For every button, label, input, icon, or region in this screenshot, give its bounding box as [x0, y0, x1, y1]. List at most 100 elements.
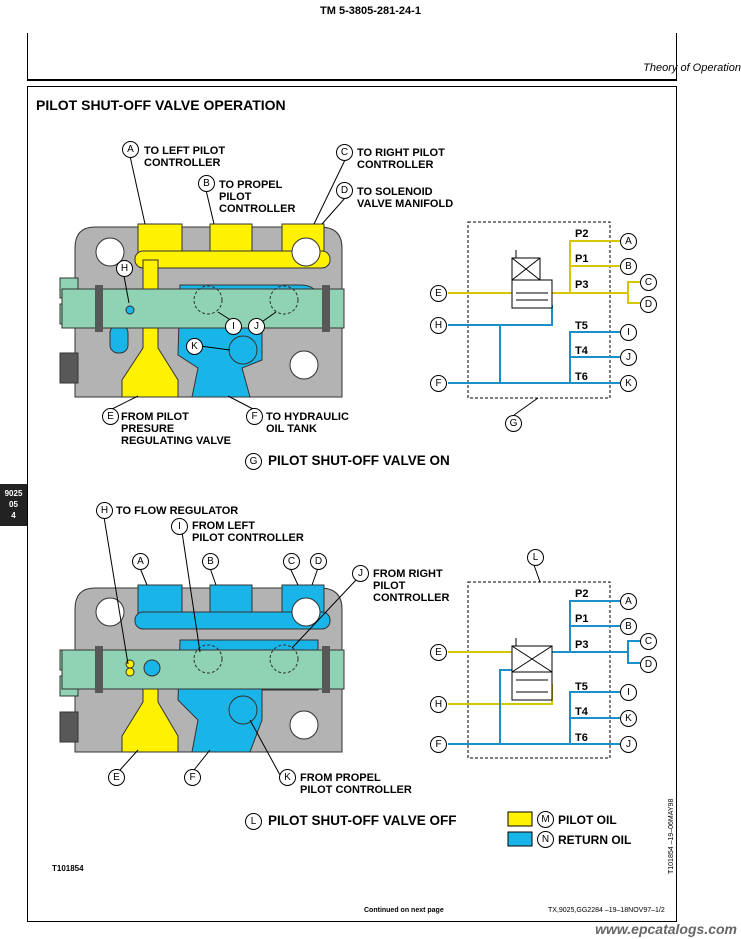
- port-p2-on: P2: [575, 228, 589, 240]
- side-tab-line: 05: [9, 500, 18, 509]
- callout-circle-d: D: [310, 553, 327, 570]
- callout-circle-e: E: [430, 285, 447, 302]
- header-frame: [27, 33, 677, 81]
- callout-circle-h: H: [96, 502, 113, 519]
- valve-on-leaders: [109, 155, 346, 411]
- label-line: CONTROLLER: [373, 592, 450, 604]
- callout-circle-b: B: [198, 175, 215, 192]
- port-p1-off: P1: [575, 613, 589, 625]
- label-i-bottom: FROM LEFT PILOT CONTROLLER: [192, 520, 304, 544]
- valve-on-illustration: [59, 223, 345, 398]
- label-d-top: TO SOLENOID VALVE MANIFOLD: [357, 186, 453, 210]
- callout-circle-g: G: [245, 453, 262, 470]
- callout-circle-b: B: [202, 553, 219, 570]
- callout-circle-j: J: [620, 349, 637, 366]
- side-figure-id: T101854 –19–06MAY98: [668, 798, 675, 874]
- valve-off-illustration: [59, 584, 345, 753]
- label-c-top: TO RIGHT PILOT CONTROLLER: [357, 147, 445, 171]
- schematic-on: [448, 221, 640, 399]
- label-line: VALVE MANIFOLD: [357, 198, 454, 210]
- callout-circle-k: K: [620, 710, 637, 727]
- label-k-bottom: FROM PROPEL PILOT CONTROLLER: [300, 772, 412, 796]
- callout-circle-k: K: [279, 769, 296, 786]
- content-frame: [27, 86, 677, 922]
- label-line: PILOT CONTROLLER: [192, 532, 304, 544]
- port-p3-on: P3: [575, 279, 589, 291]
- callout-circle-a: A: [132, 553, 149, 570]
- port-t6-on: T6: [575, 371, 588, 383]
- callout-circle-l: L: [527, 549, 544, 566]
- label-a-top: TO LEFT PILOT CONTROLLER: [144, 145, 225, 169]
- legend-swatch-return: [507, 831, 533, 847]
- label-line: FROM LEFT: [192, 520, 255, 532]
- label-line: CONTROLLER: [144, 157, 221, 169]
- callout-circle-f: F: [246, 408, 263, 425]
- side-tab-line: 4: [11, 511, 16, 520]
- label-f-top: TO HYDRAULIC OIL TANK: [266, 411, 349, 435]
- label-line: TO PROPEL: [219, 179, 283, 191]
- footer-reference: TX,9025,GG2284 –19–18NOV97–1/2: [548, 907, 665, 914]
- legend-pilot-label: PILOT OIL: [558, 813, 617, 827]
- continued-note: Continued on next page: [364, 907, 444, 914]
- callout-circle-c: C: [336, 144, 353, 161]
- label-e-top: FROM PILOT PRESURE REGULATING VALVE: [121, 411, 231, 447]
- callout-circle-k: K: [186, 338, 203, 355]
- callout-circle-d: D: [640, 296, 657, 313]
- label-line: TO HYDRAULIC: [266, 411, 349, 423]
- callout-circle-i: I: [171, 518, 188, 535]
- page-title: PILOT SHUT-OFF VALVE OPERATION: [36, 97, 286, 113]
- callout-circle-e: E: [430, 644, 447, 661]
- callout-circle-l: L: [245, 813, 262, 830]
- label-line: CONTROLLER: [357, 159, 434, 171]
- label-line: FROM RIGHT: [373, 568, 443, 580]
- callout-circle-h: H: [430, 317, 447, 334]
- callout-circle-k: K: [620, 375, 637, 392]
- label-line: TO RIGHT PILOT: [357, 147, 445, 159]
- callout-circle-a: A: [122, 141, 139, 158]
- callout-circle-a: A: [620, 233, 637, 250]
- label-line: OIL TANK: [266, 423, 317, 435]
- schematic-off: [448, 581, 640, 759]
- callout-circle-d: D: [640, 656, 657, 673]
- callout-circle-b: B: [620, 618, 637, 635]
- callout-circle-h: H: [116, 260, 133, 277]
- label-line: TO LEFT PILOT: [144, 145, 226, 157]
- callout-circle-j: J: [352, 565, 369, 582]
- callout-circle-g: G: [505, 415, 522, 432]
- callout-circle-f: F: [184, 769, 201, 786]
- callout-circle-e: E: [102, 408, 119, 425]
- port-t5-off: T5: [575, 681, 588, 693]
- side-tab-line: 9025: [4, 489, 23, 498]
- valve-off-leaders: [103, 516, 357, 776]
- callout-circle-c: C: [283, 553, 300, 570]
- label-h-bottom: TO FLOW REGULATOR: [116, 505, 239, 517]
- callout-circle-c: C: [640, 633, 657, 650]
- callout-circle-j: J: [248, 318, 265, 335]
- callout-circle-i: I: [620, 324, 637, 341]
- callout-circle-f: F: [430, 736, 447, 753]
- label-line: PILOT: [219, 191, 252, 203]
- legend-return-label: RETURN OIL: [558, 833, 632, 847]
- label-j-bottom: FROM RIGHT PILOT CONTROLLER: [373, 568, 449, 604]
- label-line: FROM PILOT: [121, 411, 189, 423]
- callout-circle-f: F: [430, 375, 447, 392]
- port-t4-on: T4: [575, 345, 588, 357]
- callout-circle-d: D: [336, 182, 353, 199]
- label-line: PILOT: [373, 580, 406, 592]
- callout-circle-c: C: [640, 274, 657, 291]
- callout-circle-e: E: [108, 769, 125, 786]
- port-t5-on: T5: [575, 320, 588, 332]
- port-p2-off: P2: [575, 588, 589, 600]
- watermark: www.epcatalogs.com: [595, 921, 737, 937]
- port-t6-off: T6: [575, 732, 588, 744]
- document-id: TM 5-3805-281-24-1: [320, 5, 421, 17]
- callout-circle-m: M: [537, 811, 554, 828]
- port-p3-off: P3: [575, 639, 589, 651]
- callout-circle-h: H: [430, 696, 447, 713]
- side-tab: 9025 05 4: [0, 484, 27, 526]
- callout-circle-i: I: [620, 684, 637, 701]
- label-line: CONTROLLER: [219, 203, 296, 215]
- section-title: Theory of Operation: [643, 62, 741, 74]
- label-line: REGULATING VALVE: [121, 435, 231, 447]
